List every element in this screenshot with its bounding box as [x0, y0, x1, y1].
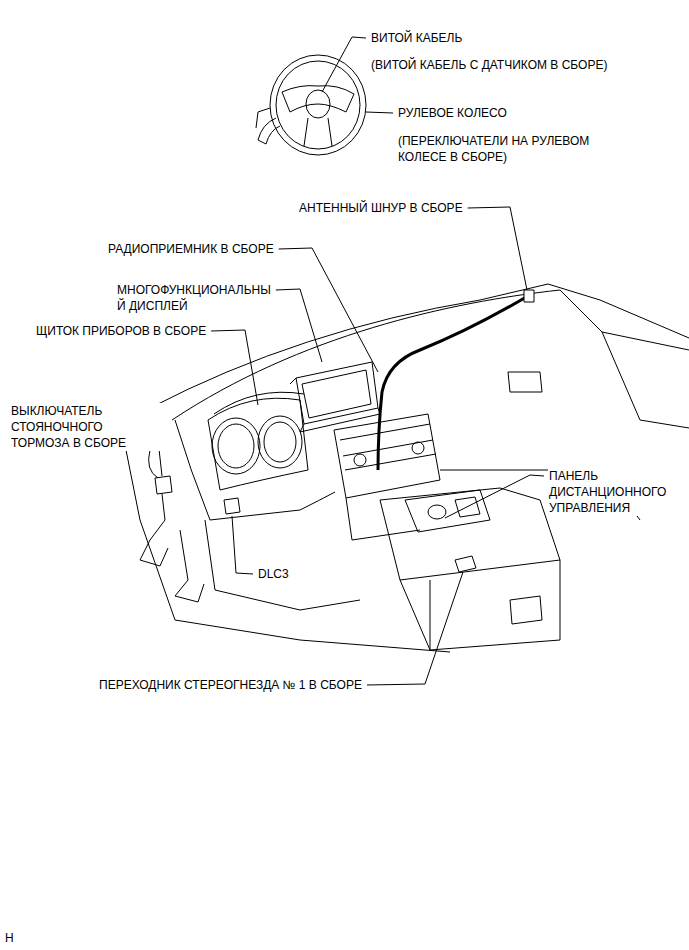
part-label: ВИТОЙ КАБЕЛЬ — [370, 30, 463, 46]
figure-code: H — [4, 930, 15, 946]
leader-line — [276, 289, 322, 362]
part-label: ВЫКЛЮЧАТЕЛЬ СТОЯНОЧНОГО ТОРМОЗА В СБОРЕ — [10, 403, 162, 451]
leader-line — [232, 516, 253, 574]
leader-line — [211, 330, 258, 405]
part-label: АНТЕННЫЙ ШНУР В СБОРЕ — [298, 200, 464, 216]
part-label: ЩИТОК ПРИБОРОВ В СБОРЕ — [35, 323, 207, 339]
part-label: (ВИТОЙ КАБЕЛЬ С ДАТЧИКОМ В СБОРЕ) — [370, 57, 608, 73]
instrument-cluster — [208, 392, 308, 490]
leader-line — [468, 207, 527, 290]
radio-receiver — [334, 414, 440, 540]
leader-line — [445, 475, 544, 518]
multi-display — [290, 362, 380, 432]
steering-wheel — [256, 55, 366, 155]
leader-line — [366, 112, 393, 113]
stereo-jack — [455, 556, 476, 572]
leader-line — [322, 37, 366, 92]
part-label: РУЛЕВОЕ КОЛЕСО — [397, 105, 508, 121]
part-label: РАДИОПРИЕМНИК В СБОРЕ — [107, 241, 275, 257]
part-label: ПЕРЕХОДНИК СТЕРЕОГНЕЗДА № 1 В СБОРЕ — [98, 677, 363, 693]
center-console — [380, 488, 560, 650]
dlc3-connector — [224, 498, 240, 514]
part-label: (ПЕРЕКЛЮЧАТЕЛИ НА РУЛЕВОМ КОЛЕСЕ В СБОРЕ… — [397, 133, 631, 165]
part-label: МНОГОФУНКЦИОНАЛЬНЫ Й ДИСПЛЕЙ — [116, 282, 272, 314]
remote-touch — [405, 490, 490, 532]
parking-brake — [140, 450, 204, 602]
part-label: DLC3 — [257, 566, 290, 582]
leader-line — [367, 572, 463, 685]
part-label: ПАНЕЛЬ ДИСТАНЦИОННОГО УПРАВЛЕНИЯ — [548, 468, 667, 516]
leader-line — [279, 248, 378, 372]
